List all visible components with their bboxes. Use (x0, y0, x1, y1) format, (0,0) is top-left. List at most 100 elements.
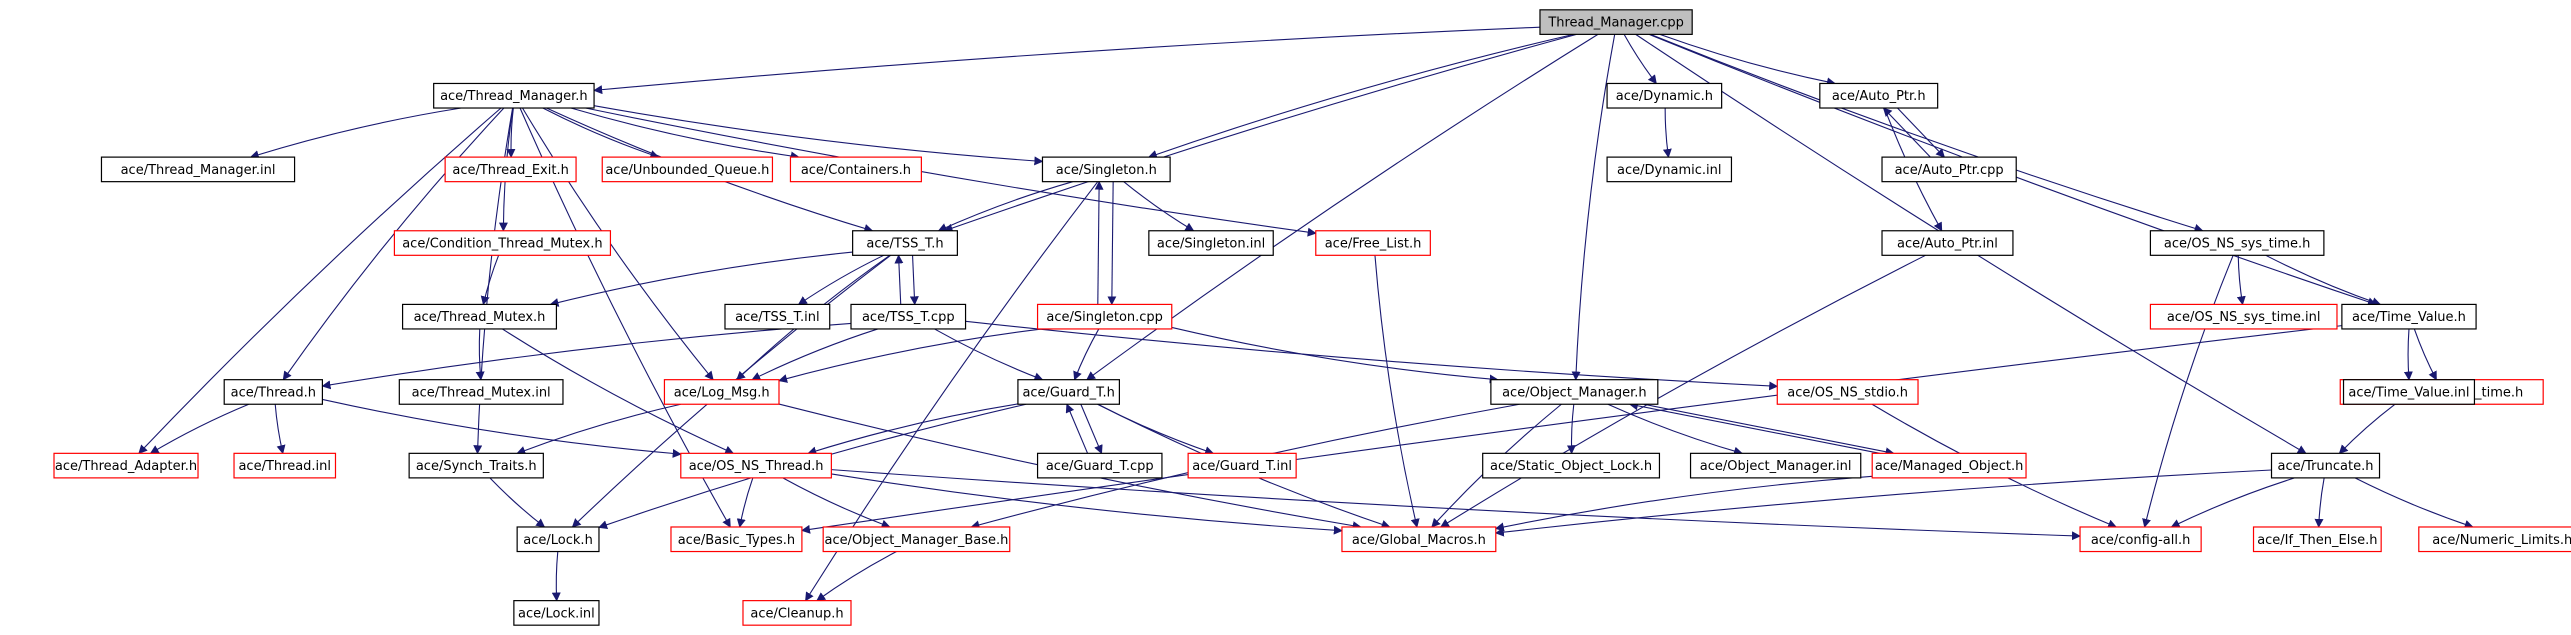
node-box (1881, 156, 2017, 183)
edge-guard-t-h-to-guard-t-cpp (1080, 404, 1103, 455)
node-tm-inl[interactable]: ace/Thread_Manager.inl (100, 156, 296, 183)
node-log-msg[interactable]: ace/Log_Msg.h (663, 379, 780, 405)
node-static-object-lock[interactable]: ace/Static_Object_Lock.h (1482, 452, 1661, 479)
node-thread-adapter[interactable]: ace/Thread_Adapter.h (53, 452, 199, 479)
node-label: Thread_Manager.cpp (1547, 16, 1684, 31)
edge-truncate-to-numeric-limits (2354, 477, 2474, 529)
node-lock-h[interactable]: ace/Lock.h (516, 526, 600, 553)
node-auto-ptr-h[interactable]: ace/Auto_Ptr.h (1819, 82, 1939, 109)
edge-singleton-h-to-singleton-inl (1123, 181, 1195, 232)
node-singleton-inl[interactable]: ace/Singleton.inl (1148, 230, 1274, 256)
edge-time-value-h-to-basic-types (801, 325, 2342, 534)
node-label: ace/OS_NS_stdio.h (1787, 385, 1908, 400)
edge-auto-ptr-cpp-to-auto-ptr-h (1882, 107, 1931, 158)
node-config-all[interactable]: ace/config-all.h (2079, 526, 2202, 553)
edge-singleton-h-to-tss-t-h (937, 181, 1073, 232)
node-label: ace/Singleton.h (1056, 163, 1157, 178)
edge-tm-h-to-containers (570, 107, 800, 161)
node-thread-h[interactable]: ace/Thread.h (223, 379, 323, 405)
edge-object-manager-h-to-object-manager-inl (1607, 403, 1743, 456)
node-box (1315, 230, 1431, 256)
edge-tm-h-to-log-msg (522, 107, 714, 381)
node-guard-t-cpp[interactable]: ace/Guard_T.cpp (1036, 452, 1163, 479)
node-cleanup[interactable]: ace/Cleanup.h (742, 600, 852, 626)
node-managed-object[interactable]: ace/Managed_Object.h (1871, 452, 2027, 479)
node-cond-thread-mutex[interactable]: ace/Condition_Thread_Mutex.h (393, 230, 612, 256)
edge-tm-h-to-unbounded-queue (542, 107, 660, 159)
node-numeric-limits[interactable]: ace/Numeric_Limits.h (2418, 526, 2571, 553)
node-truncate[interactable]: ace/Truncate.h (2270, 452, 2381, 479)
node-lock-inl[interactable]: ace/Lock.inl (513, 600, 600, 626)
node-thread-mutex-h[interactable]: ace/Thread_Mutex.h (401, 303, 558, 330)
node-if-then-else[interactable]: ace/If_Then_Else.h (2252, 526, 2382, 553)
node-root[interactable]: Thread_Manager.cpp (1539, 9, 1693, 35)
node-os-ns-stdio[interactable]: ace/OS_NS_stdio.h (1776, 379, 1919, 405)
node-label: ace/Time_Value.inl (2348, 385, 2469, 400)
edge-guard-t-h-to-guard-t-inl (1097, 403, 1215, 455)
node-label: ace/Singleton.cpp (1046, 310, 1163, 325)
node-object-manager-base[interactable]: ace/Object_Manager_Base.h (822, 526, 1011, 553)
node-os-ns-sys-time[interactable]: ace/OS_NS_sys_time.h (2149, 230, 2325, 256)
node-os-ns-sys-time-inl[interactable]: ace/OS_NS_sys_time.inl (2149, 303, 2338, 330)
node-guard-t-h[interactable]: ace/Guard_T.h (1017, 379, 1120, 405)
node-thread-mutex-inl[interactable]: ace/Thread_Mutex.inl (398, 379, 564, 405)
edge-tm-h-to-thread-exit (506, 107, 516, 159)
node-tss-t-h[interactable]: ace/TSS_T.h (852, 230, 958, 256)
node-label: ace/Object_Manager.inl (1700, 459, 1852, 474)
node-os-ns-thread[interactable]: ace/OS_NS_Thread.h (680, 452, 832, 479)
node-tss-t-cpp[interactable]: ace/TSS_T.cpp (850, 303, 967, 330)
edge-tss-t-h-to-thread-mutex-h (549, 251, 853, 307)
edge-tss-t-cpp-to-log-msg (751, 328, 879, 381)
node-box (433, 82, 595, 109)
node-object-manager-h[interactable]: ace/Object_Manager.h (1490, 379, 1659, 405)
node-box (670, 526, 803, 553)
node-global-macros[interactable]: ace/Global_Macros.h (1341, 526, 1497, 553)
node-label: ace/Thread.inl (238, 459, 331, 474)
edge-os-ns-sys-time-to-os-ns-sys-time-inl (2236, 255, 2246, 306)
node-label: ace/OS_NS_sys_time.h (2164, 237, 2310, 252)
node-singleton-cpp[interactable]: ace/Singleton.cpp (1036, 303, 1173, 330)
edge-lock-h-to-lock-inl (551, 551, 561, 602)
edge-os-ns-sys-time-to-config-all (2142, 255, 2234, 528)
node-time-value-inl[interactable]: ace/Time_Value.inl (2342, 379, 2476, 405)
node-singleton-h[interactable]: ace/Singleton.h (1041, 156, 1171, 183)
node-tss-t-inl[interactable]: ace/TSS_T.inl (724, 303, 831, 330)
node-unbounded-queue[interactable]: ace/Unbounded_Queue.h (601, 156, 774, 183)
node-box (393, 230, 612, 256)
node-thread-inl[interactable]: ace/Thread.inl (233, 452, 337, 479)
node-guard-t-inl[interactable]: ace/Guard_T.inl (1187, 452, 1297, 479)
node-free-list[interactable]: ace/Free_List.h (1315, 230, 1431, 256)
edge-root-to-os-ns-sys-time (1650, 33, 2204, 233)
node-dynamic-h[interactable]: ace/Dynamic.h (1606, 82, 1723, 109)
node-synch-traits[interactable]: ace/Synch_Traits.h (408, 452, 544, 479)
node-auto-ptr-cpp[interactable]: ace/Auto_Ptr.cpp (1881, 156, 2017, 183)
node-auto-ptr-inl[interactable]: ace/Auto_Ptr.inl (1881, 230, 2014, 256)
edge-managed-object-to-object-manager-h (1628, 401, 1880, 454)
node-label: ace/TSS_T.inl (735, 310, 819, 325)
edge-auto-ptr-h-to-auto-ptr-cpp (1897, 107, 1946, 158)
node-containers[interactable]: ace/Containers.h (789, 156, 922, 183)
node-tm-h[interactable]: ace/Thread_Manager.h (433, 82, 595, 109)
edge-singleton-cpp-to-log-msg (778, 328, 1043, 383)
node-label: ace/Cleanup.h (750, 606, 843, 621)
node-label: ace/Unbounded_Queue.h (605, 163, 769, 178)
node-box (1776, 379, 1919, 405)
node-thread-exit[interactable]: ace/Thread_Exit.h (444, 156, 577, 183)
node-box (1036, 303, 1173, 330)
node-label: ace/Thread_Exit.h (452, 163, 568, 178)
edge-os-ns-thread-to-config-all (831, 469, 2081, 541)
edge-tm-h-to-singleton-h (593, 105, 1044, 166)
edge-root-to-dynamic-h (1623, 34, 1657, 85)
node-basic-types[interactable]: ace/Basic_Types.h (670, 526, 803, 553)
node-label: ace/Thread.h (231, 385, 316, 400)
node-dynamic-inl[interactable]: ace/Dynamic.inl (1606, 156, 1733, 183)
edge-thread-h-to-os-ns-thread (322, 398, 682, 458)
node-box (1187, 452, 1297, 479)
node-box (789, 156, 922, 183)
node-time-value-h[interactable]: ace/Time_Value.h (2341, 303, 2477, 330)
node-object-manager-inl[interactable]: ace/Object_Manager.inl (1689, 452, 1862, 479)
node-box (1482, 452, 1661, 479)
edge-thread-mutex-h-to-os-ns-thread (502, 328, 735, 455)
edge-truncate-to-if-then-else (2314, 477, 2325, 528)
